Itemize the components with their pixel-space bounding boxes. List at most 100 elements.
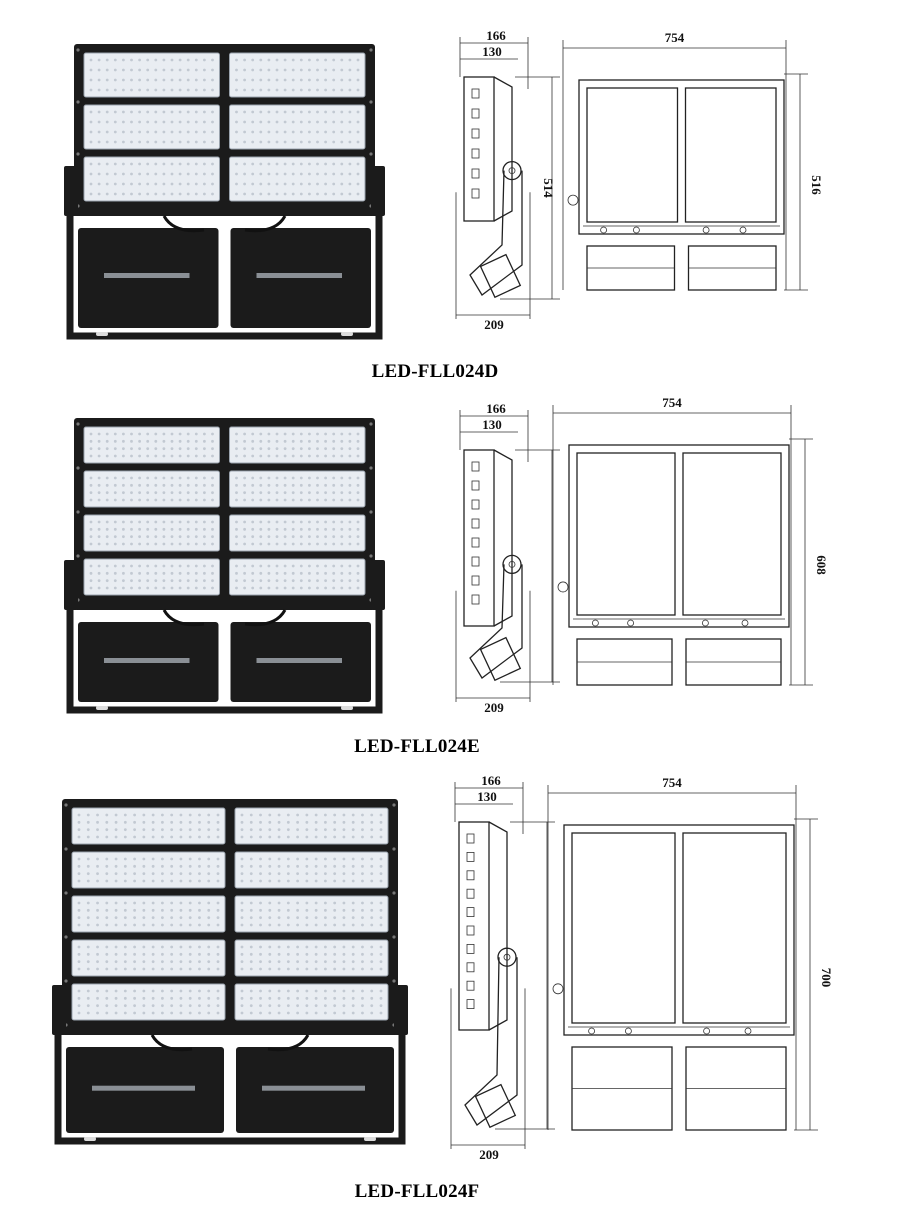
led-dot <box>122 120 125 124</box>
led-dot <box>275 476 279 480</box>
led-dot <box>113 162 117 166</box>
led-dot <box>259 498 263 502</box>
led-dot <box>379 813 383 817</box>
led-dot <box>138 571 141 575</box>
led-dot <box>277 952 281 956</box>
led-dot <box>123 960 127 964</box>
led-dot <box>324 130 327 134</box>
led-dot <box>240 945 244 949</box>
led-dot <box>299 78 303 82</box>
led-dot <box>308 571 311 575</box>
led-dot <box>186 140 190 144</box>
led-dot <box>316 571 319 575</box>
led-dot <box>138 78 141 82</box>
led-dot <box>178 491 182 495</box>
led-dot <box>89 535 93 539</box>
screw <box>369 554 373 558</box>
led-dot <box>146 432 150 436</box>
led-dot <box>207 908 211 912</box>
led-dot <box>113 172 117 176</box>
led-dot <box>268 996 272 1000</box>
driver-side <box>474 1083 517 1129</box>
led-dot <box>299 162 303 166</box>
led-dot <box>162 535 166 539</box>
screw <box>369 422 373 426</box>
led-dot <box>332 527 336 531</box>
pivot-joint <box>567 194 579 206</box>
led-dot <box>259 872 262 876</box>
led-dot <box>379 1011 383 1015</box>
led-dot <box>186 586 190 590</box>
led-dot <box>235 571 238 575</box>
led-dot <box>333 857 337 861</box>
led-dot <box>151 813 155 817</box>
led-dot <box>154 564 158 568</box>
led-dot <box>332 88 336 92</box>
led-dot <box>154 520 158 524</box>
led-dot <box>314 945 318 949</box>
led-dot <box>259 879 262 883</box>
led-dot <box>275 564 279 568</box>
led-dot <box>268 864 272 868</box>
led-dot <box>268 820 272 824</box>
led-dot <box>308 192 311 196</box>
led-dot <box>324 879 327 883</box>
led-dot <box>123 1011 127 1015</box>
led-dot <box>133 879 136 883</box>
led-dot <box>142 960 146 964</box>
led-dot <box>105 120 109 124</box>
led-dot <box>216 989 220 993</box>
led-dot <box>130 78 133 82</box>
led-dot <box>211 110 214 114</box>
led-dot <box>86 901 90 905</box>
screw <box>76 510 80 514</box>
led-dot <box>154 68 158 72</box>
led-dot <box>351 835 355 839</box>
led-module <box>229 52 366 98</box>
led-dot <box>240 864 244 868</box>
led-dot <box>291 88 295 92</box>
led-dot <box>203 110 206 114</box>
led-dot <box>113 454 117 458</box>
led-dot <box>283 78 287 82</box>
screw <box>76 554 80 558</box>
led-dot <box>203 564 206 568</box>
screw <box>369 510 373 514</box>
led-dot <box>154 110 158 114</box>
led-dot <box>122 579 125 583</box>
led-dot <box>342 901 346 905</box>
led-dot <box>308 579 311 583</box>
led-dot <box>240 967 244 971</box>
led-dot <box>267 120 271 124</box>
led-dot <box>97 192 101 196</box>
led-dot <box>89 564 93 568</box>
led-dot <box>286 901 290 905</box>
led-dot <box>314 828 318 832</box>
led-dot <box>211 542 214 546</box>
led-dot <box>123 908 127 912</box>
led-dot <box>356 192 360 196</box>
led-dot <box>283 68 287 72</box>
led-dot <box>179 923 183 927</box>
led-dot <box>198 952 201 956</box>
led-dot <box>130 192 133 196</box>
led-dot <box>324 857 327 861</box>
led-dot <box>86 835 90 839</box>
led-dot <box>235 454 238 458</box>
led-dot <box>324 120 327 124</box>
led-dot <box>296 820 299 824</box>
led-dot <box>332 192 336 196</box>
led-dot <box>361 960 364 964</box>
led-dot <box>332 120 336 124</box>
led-dot <box>113 130 117 134</box>
front-panel-left <box>586 87 679 223</box>
led-dot <box>146 58 150 62</box>
led-dot <box>370 967 374 971</box>
led-dot <box>259 908 262 912</box>
led-dot <box>170 857 174 861</box>
led-dot <box>251 192 255 196</box>
led-dot <box>251 571 255 575</box>
led-dot <box>251 476 255 480</box>
housing-outline <box>458 821 490 1031</box>
led-module <box>234 807 389 845</box>
